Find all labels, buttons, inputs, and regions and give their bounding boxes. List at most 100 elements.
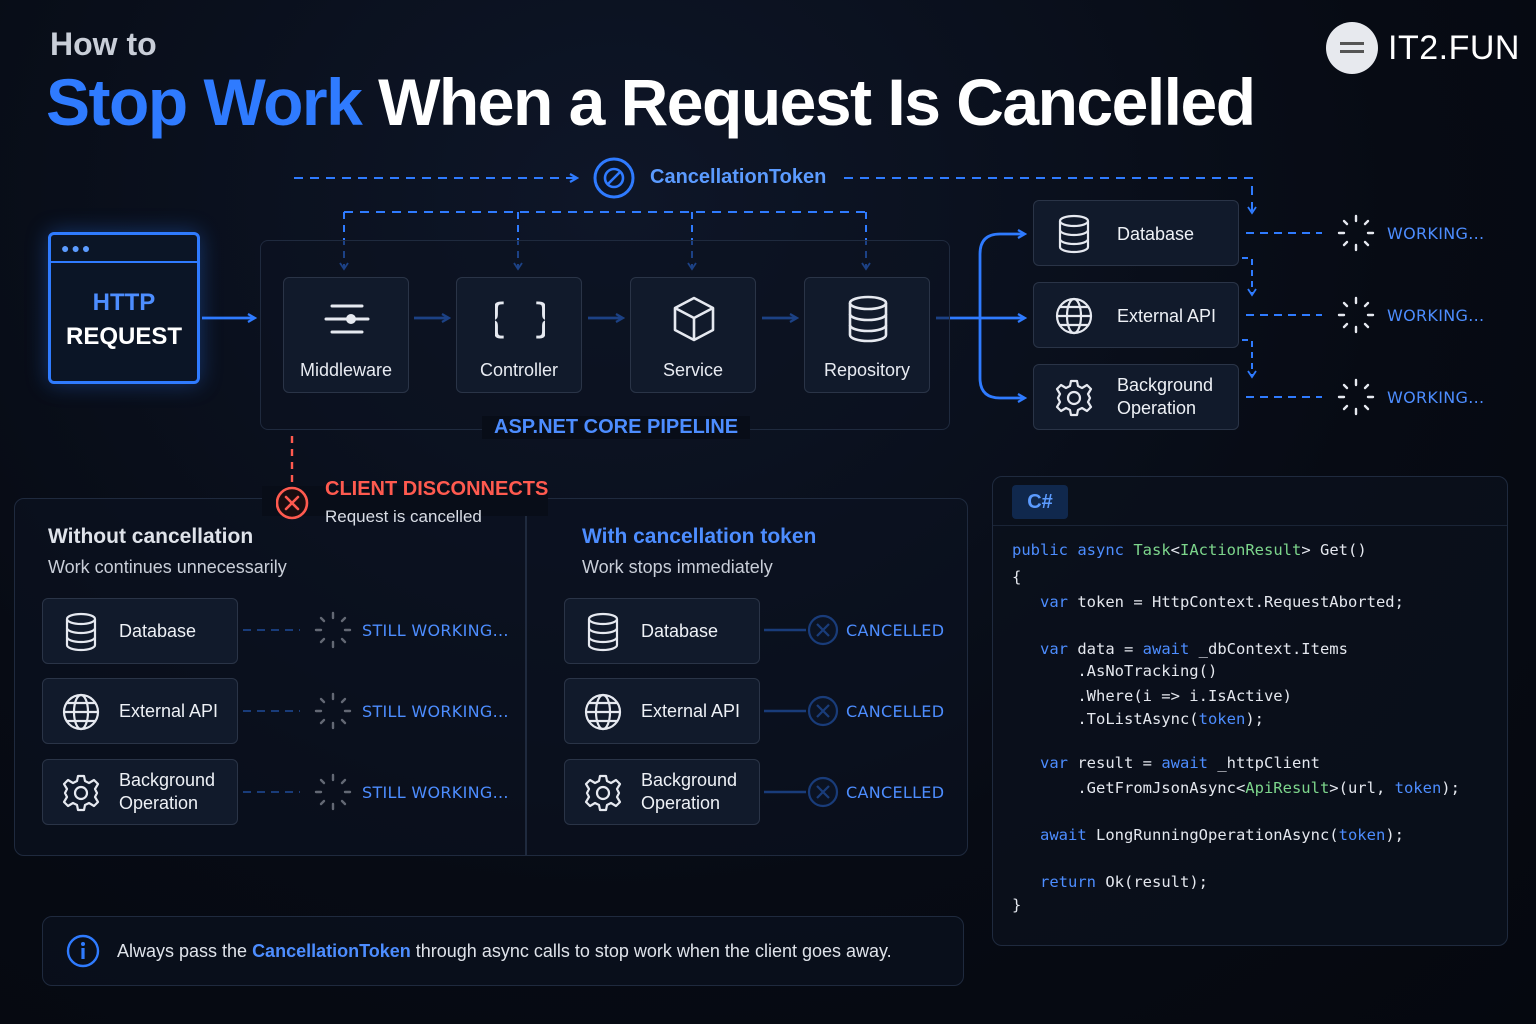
http-request-box: ●●● HTTP REQUEST — [48, 232, 200, 384]
disconnect-label-backdrop — [262, 486, 548, 516]
code-panel — [992, 476, 1508, 946]
code-token: LongRunningOperationAsync( — [1096, 826, 1339, 844]
cube-icon — [673, 296, 715, 342]
without-database: Database — [42, 598, 238, 664]
code-token: >(url, — [1329, 779, 1395, 797]
code-token: Ok(result); — [1105, 873, 1208, 891]
database-icon — [1058, 214, 1090, 254]
svg-text:{ }: { } — [495, 296, 545, 342]
window-titlebar — [51, 261, 197, 263]
stage-middleware: Middleware — [283, 277, 409, 393]
without-title: Without cancellation — [48, 525, 254, 548]
code-token: token — [1338, 826, 1386, 844]
gear-icon — [584, 774, 622, 812]
code-token: .Where(i => i.IsActive) — [1012, 687, 1292, 705]
code-line: var data = await _dbContext.Items — [1012, 640, 1348, 658]
sliders-icon — [324, 304, 370, 334]
globe-icon — [62, 693, 100, 731]
tip-before: Always pass the — [117, 941, 253, 961]
database-icon — [65, 612, 97, 652]
x-circle-icon — [276, 486, 309, 520]
code-line: await LongRunningOperationAsync(token); — [1012, 826, 1404, 844]
stage-controller: { } Controller — [456, 277, 582, 393]
status-still-working: STILL WORKING... — [362, 783, 509, 802]
browser-window-icon: ●●● — [61, 240, 93, 256]
item-label: External API — [641, 701, 741, 721]
code-token: token — [1198, 710, 1246, 728]
spinner-icon — [1337, 214, 1375, 252]
info-icon — [66, 934, 100, 968]
code-token: await — [1012, 826, 1096, 844]
status-cancelled: CANCELLED — [846, 783, 945, 802]
resource-label: External API — [1117, 306, 1217, 326]
globe-icon — [584, 693, 622, 731]
status-working: WORKING... — [1387, 388, 1485, 407]
code-line: var token = HttpContext.RequestAborted; — [1012, 593, 1404, 611]
code-line: .Where(i => i.IsActive) — [1012, 687, 1292, 705]
item-label-line1: Background — [119, 770, 216, 790]
resource-label-line2: Operation — [1117, 398, 1197, 418]
item-label-line1: Background — [641, 770, 738, 790]
request-label: REQUEST — [65, 323, 182, 350]
code-token: token = HttpContext.RequestAborted; — [1077, 593, 1404, 611]
with-title: With cancellation token — [582, 525, 817, 548]
code-line: return Ok(result); — [1012, 873, 1208, 891]
with-database: Database — [564, 598, 760, 664]
code-token: token — [1394, 779, 1442, 797]
resource-database: Database — [1033, 200, 1239, 266]
code-line: var result = await _httpClient — [1012, 754, 1320, 772]
code-line: { — [1012, 568, 1021, 586]
code-token: Task — [1133, 541, 1171, 559]
spinner-icon — [1337, 378, 1375, 416]
resource-label: Database — [1117, 224, 1195, 244]
code-token: ApiResult — [1245, 779, 1330, 797]
brand-logo-icon — [1326, 22, 1378, 74]
item-label-line2: Operation — [641, 793, 721, 813]
tip-banner — [42, 916, 964, 986]
database-icon — [848, 295, 888, 343]
status-cancelled: CANCELLED — [846, 621, 945, 640]
gear-icon — [62, 774, 100, 812]
code-token: .AsNoTracking() — [1012, 662, 1218, 680]
disconnect-marker — [276, 436, 309, 520]
code-token: IActionResult — [1180, 541, 1302, 559]
stage-label: Controller — [479, 360, 559, 380]
item-label: Database — [641, 621, 719, 641]
disconnect-subtitle: Request is cancelled — [325, 507, 482, 526]
code-token: ); — [1385, 826, 1404, 844]
cancel-circle-icon — [593, 157, 635, 199]
spinner-icon — [1337, 296, 1375, 334]
code-token: } — [1012, 896, 1022, 914]
item-label-line2: Operation — [119, 793, 199, 813]
code-line: .ToListAsync(token); — [1012, 710, 1264, 728]
with-subtitle: Work stops immediately — [582, 557, 773, 577]
status-working: WORKING... — [1387, 224, 1485, 243]
http-label: HTTP — [92, 289, 156, 316]
code-token: < — [1170, 541, 1180, 559]
language-tag: C# — [1012, 485, 1068, 519]
code-token: public — [1012, 541, 1078, 559]
code-token: _dbContext.Items — [1198, 640, 1348, 658]
column-divider — [525, 515, 527, 855]
title-highlight: Stop Work — [46, 65, 363, 139]
code-token: ); — [1245, 710, 1264, 728]
pipeline-label: ASP.NET CORE PIPELINE — [482, 416, 751, 439]
code-token: result = — [1077, 754, 1162, 772]
code-token: ); — [1441, 779, 1460, 797]
status-cancelled: CANCELLED — [846, 702, 945, 721]
resource-external-api: External API — [1033, 282, 1239, 348]
code-token: await — [1161, 754, 1218, 772]
stage-service: Service — [630, 277, 756, 393]
item-label: External API — [119, 701, 219, 721]
code-line: .GetFromJsonAsync<ApiResult>(url, token)… — [1012, 779, 1460, 797]
status-working: WORKING... — [1387, 306, 1485, 325]
code-token: > Get() — [1301, 541, 1367, 559]
code-token: var — [1012, 754, 1078, 772]
stage-repository: Repository — [804, 277, 930, 393]
code-token: .ToListAsync( — [1012, 710, 1199, 728]
code-token: async — [1077, 541, 1134, 559]
